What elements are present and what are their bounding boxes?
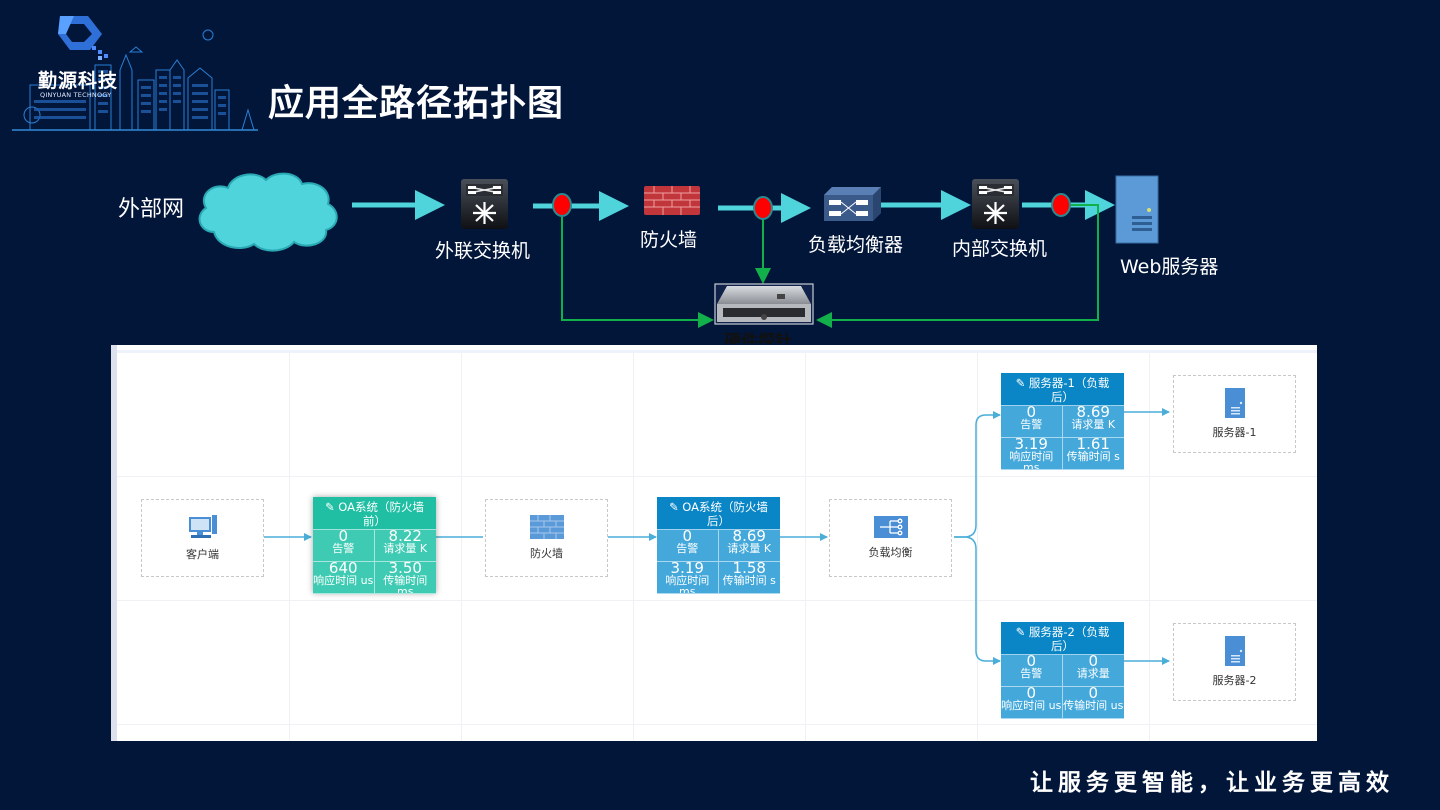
metric-card-header: ✎ OA系统（防火墙 后） xyxy=(657,497,780,529)
slogan-tagline: 让服务更智能，让业务更高效 xyxy=(1030,770,1394,796)
logo-company-subtitle: QINYUAN TECHNOGY xyxy=(40,91,112,99)
metric-card-title-cont: 后） xyxy=(1051,390,1074,404)
firewall-icon xyxy=(529,515,564,539)
node-client-label: 客户端 xyxy=(186,548,219,561)
node-client[interactable]: 客户端 xyxy=(141,499,264,577)
metric-card-title: OA系统（防火墙 xyxy=(338,500,424,514)
switch-icon xyxy=(461,179,508,229)
node-label-outer-switch: 外联交换机 xyxy=(435,240,531,262)
grid-line xyxy=(461,353,462,741)
page-title: 应用全路径拓扑图 xyxy=(268,83,565,124)
rack-server-icon xyxy=(714,283,814,325)
grid-line xyxy=(1149,353,1150,741)
node-label-web-server: Web服务器 xyxy=(1120,256,1219,278)
metric-card-title: 服务器-2（负载 xyxy=(1028,625,1110,639)
grid-line xyxy=(117,600,1317,601)
metric-card-header: ✎ 服务器-2（负载 后） xyxy=(1001,622,1124,654)
network-topology-diagram xyxy=(198,172,1159,328)
tap-point-icon xyxy=(552,193,572,217)
node-firewall-label: 防火墙 xyxy=(530,547,563,560)
metric-card-title-cont: 后） xyxy=(1051,639,1074,653)
mirror-line-1 xyxy=(561,205,714,328)
server-icon xyxy=(1224,636,1245,666)
metric-card-title: OA系统（防火墙 xyxy=(682,500,768,514)
node-server-2[interactable]: 服务器-2 xyxy=(1173,623,1296,701)
server-icon xyxy=(1115,175,1159,244)
edit-icon[interactable]: ✎ xyxy=(1015,625,1026,639)
city-skyline-illustration xyxy=(12,16,258,131)
edit-icon[interactable]: ✎ xyxy=(668,500,679,514)
grid-line xyxy=(977,353,978,741)
mirror-line-3 xyxy=(816,204,1099,328)
connector-branch-down xyxy=(954,536,1001,665)
node-label-load-balancer: 负载均衡器 xyxy=(808,234,904,256)
grid-line xyxy=(117,724,1317,725)
grid-line xyxy=(633,353,634,741)
cloud-icon xyxy=(198,172,338,252)
grid-line xyxy=(117,476,1317,477)
grid-line xyxy=(805,353,806,741)
switch-icon xyxy=(972,179,1019,229)
grid-line xyxy=(289,353,290,741)
node-firewall[interactable]: 防火墙 xyxy=(485,499,608,577)
metric-card-title-cont: 后） xyxy=(707,514,730,528)
metric-card-title: 服务器-1（负载 xyxy=(1028,376,1110,390)
edit-icon[interactable]: ✎ xyxy=(1015,376,1026,390)
firewall-icon xyxy=(644,186,700,215)
metric-card-header: ✎ OA系统（防火墙 前） xyxy=(313,497,436,529)
tap-point-icon xyxy=(753,196,773,220)
node-load-balancer-label: 负载均衡 xyxy=(868,546,913,559)
metric-card-header: ✎ 服务器-1（负载 后） xyxy=(1001,373,1124,405)
node-label-external-net: 外部网 xyxy=(118,197,185,222)
node-server-2-label: 服务器-2 xyxy=(1212,674,1257,687)
node-label-inner-switch: 内部交换机 xyxy=(952,238,1048,260)
connector-branch-up xyxy=(954,411,1001,538)
panel-top-border xyxy=(117,350,1317,353)
tap-point-icon xyxy=(1051,193,1071,217)
panel-left-scrollbar[interactable] xyxy=(111,345,117,741)
node-label-hardware-probe: 硬件探针 xyxy=(724,332,792,344)
node-label-firewall: 防火墙 xyxy=(640,229,698,251)
node-server-1-label: 服务器-1 xyxy=(1212,426,1257,439)
edit-icon[interactable]: ✎ xyxy=(324,500,335,514)
desktop-icon xyxy=(188,515,217,538)
node-load-balancer[interactable]: 负载均衡 xyxy=(829,499,952,577)
load-balancer-icon xyxy=(873,516,908,538)
company-logo xyxy=(10,10,260,135)
logo-company-name: 勤源科技 xyxy=(38,70,119,92)
server-icon xyxy=(1224,388,1245,418)
load-balancer-icon xyxy=(824,187,881,221)
path-connectors xyxy=(264,408,1170,665)
node-server-1[interactable]: 服务器-1 xyxy=(1173,375,1296,453)
metric-card-title-cont: 前） xyxy=(363,514,386,528)
